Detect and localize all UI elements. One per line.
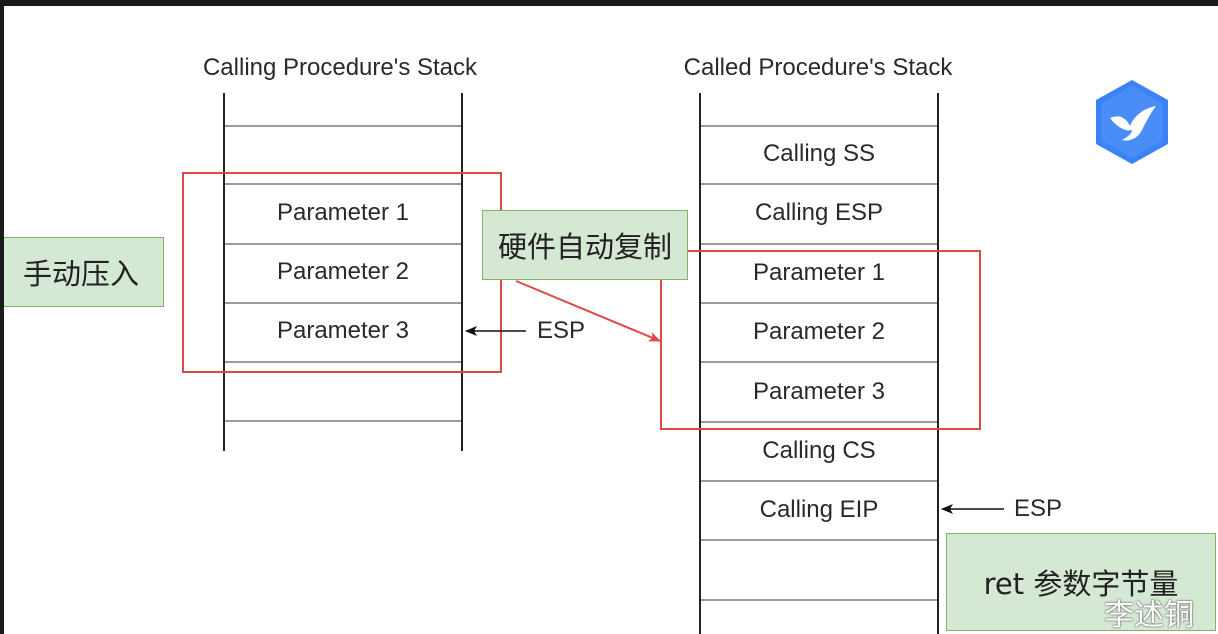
right-stack-divider	[701, 421, 937, 423]
left-stack-cell: Parameter 3	[276, 317, 410, 344]
right-stack-left-border	[699, 93, 701, 634]
right-stack-cell: Parameter 1	[752, 259, 886, 286]
left-esp-label: ESP	[537, 317, 586, 344]
ret-bytes-note: ret 参数字节量	[946, 533, 1216, 631]
right-stack-divider	[701, 539, 937, 541]
right-stack-cell: Calling SS	[762, 140, 876, 167]
left-stack-cell: Parameter 2	[276, 258, 410, 285]
left-stack-title: Calling Procedure's Stack	[202, 54, 478, 81]
right-stack-divider	[701, 599, 937, 601]
left-stack-left-border	[223, 93, 225, 451]
left-stack-divider	[225, 125, 461, 127]
right-stack-divider	[701, 361, 937, 363]
right-stack-divider	[701, 183, 937, 185]
right-esp-label: ESP	[1014, 495, 1063, 522]
left-stack-divider	[225, 361, 461, 363]
right-stack-divider	[701, 302, 937, 304]
right-stack-cell: Calling CS	[762, 437, 876, 464]
hardware-copy-arrow	[515, 280, 661, 342]
left-stack-divider	[225, 420, 461, 422]
right-stack-cell: Calling EIP	[759, 496, 879, 523]
left-stack-cell: Parameter 1	[276, 199, 410, 226]
right-stack-title: Called Procedure's Stack	[683, 54, 953, 81]
right-stack-cell: Parameter 2	[752, 318, 886, 345]
left-stack-divider	[225, 243, 461, 245]
right-parameters-highlight	[660, 250, 981, 430]
right-stack-divider	[701, 243, 937, 245]
manual-push-note: 手动压入	[4, 237, 164, 307]
bird-logo-icon	[1096, 80, 1168, 164]
right-stack-divider	[701, 125, 937, 127]
hardware-copy-note: 硬件自动复制	[482, 210, 688, 280]
left-stack-divider	[225, 183, 461, 185]
right-stack-cell: Parameter 3	[752, 378, 886, 405]
right-stack-cell: Calling ESP	[754, 199, 884, 226]
left-stack-divider	[225, 302, 461, 304]
left-stack-right-border	[461, 93, 463, 451]
author-watermark: 李述铜	[1104, 598, 1194, 633]
right-stack-right-border	[937, 93, 939, 634]
diagram-canvas: Calling Procedure's Stack Called Procedu…	[4, 6, 1218, 634]
arrows-layer	[465, 280, 1004, 514]
right-stack-divider	[701, 480, 937, 482]
